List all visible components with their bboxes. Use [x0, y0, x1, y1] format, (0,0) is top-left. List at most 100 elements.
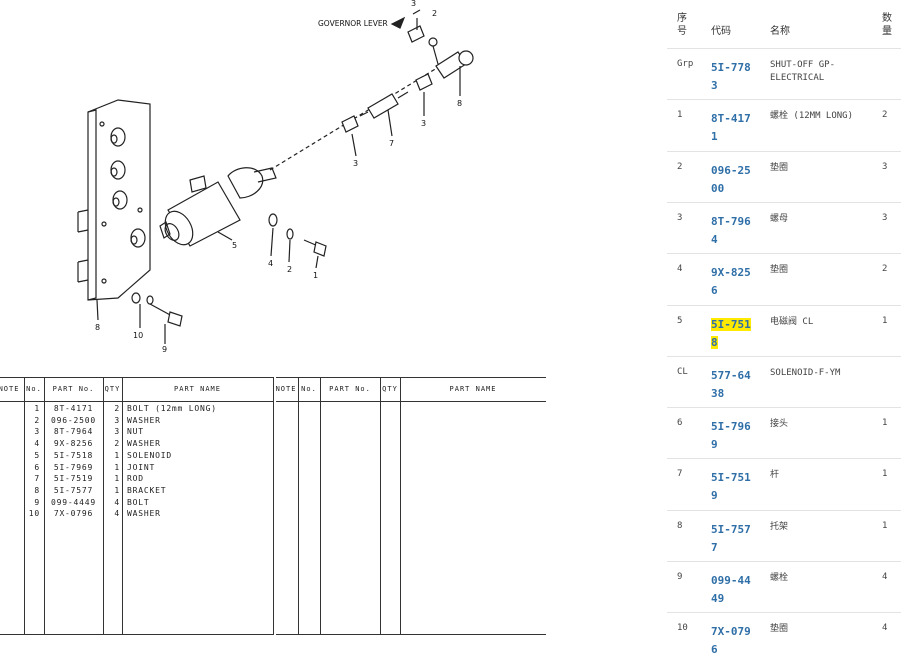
- callout-2: 2: [287, 265, 292, 274]
- parts-row-no: 8: [677, 520, 683, 531]
- scan-cell-qty: 1: [114, 462, 120, 472]
- scan-cell-qty: 1: [114, 474, 120, 484]
- parts-row-code-link[interactable]: 5I-7518: [711, 316, 751, 352]
- parts-row-code-link[interactable]: 5I-7783: [711, 59, 751, 95]
- parts-row-code-link[interactable]: 5I-7577: [711, 521, 751, 557]
- parts-row-code-link[interactable]: 7X-0796: [711, 623, 751, 659]
- scan-cell-part-name: WASHER: [127, 415, 161, 425]
- parts-row-code-link[interactable]: 577-6438: [711, 367, 751, 403]
- parts-row-name: 螺母: [770, 213, 789, 224]
- callout-3-top: 3: [411, 0, 416, 8]
- scan-cell-part-no: 9X-8256: [53, 439, 94, 449]
- callout-10: 10: [133, 331, 143, 340]
- parts-row-code-link[interactable]: 8T-7964: [711, 213, 751, 249]
- parts-row-code-link[interactable]: 5I-7969: [711, 418, 751, 454]
- parts-row-code-link[interactable]: 9X-8256: [711, 264, 751, 300]
- parts-row-code-link[interactable]: 099-4449: [711, 572, 751, 608]
- scan-cell-part-name: JOINT: [127, 462, 156, 472]
- scan-cell-part-no: 8T-4171: [53, 404, 94, 413]
- parts-row-code-link[interactable]: 5I-7519: [711, 469, 751, 505]
- callout-4: 4: [268, 259, 273, 268]
- scan-cell-no: 2: [34, 415, 40, 425]
- scan-cell-part-no: 5I-7969: [53, 462, 94, 472]
- parts-row-qty: 2: [882, 264, 888, 275]
- parts-row-code-link[interactable]: 096-2500: [711, 162, 751, 198]
- parts-row-qty: 1: [882, 469, 888, 480]
- parts-row-code-text[interactable]: 5I-7518: [711, 317, 751, 349]
- callout-2-top: 2: [432, 9, 437, 18]
- header-no-text: 序 号: [677, 13, 687, 37]
- scan-cell-no: 6: [34, 462, 40, 472]
- parts-row[interactable]: 10 7X-0796 垫圈 4: [667, 612, 901, 663]
- parts-row-no: 5: [677, 315, 683, 326]
- scan-header-part-no: PART No.: [52, 385, 95, 393]
- callout-5: 5: [232, 241, 237, 250]
- scan-cell-part-name: BOLT: [127, 497, 150, 507]
- parts-row-no: 10: [677, 623, 688, 634]
- parts-row-name: SOLENOID-F-YM: [770, 367, 841, 378]
- parts-row-no: 2: [677, 161, 683, 172]
- parts-row-code-text[interactable]: 5I-7969: [711, 420, 751, 452]
- parts-row-name: 垫圈: [770, 162, 789, 173]
- parts-row-code-text[interactable]: 5I-7577: [711, 522, 751, 554]
- parts-row-code-text[interactable]: 5I-7519: [711, 471, 751, 503]
- parts-row-code-text[interactable]: 577-6438: [711, 368, 751, 400]
- parts-row-code-text[interactable]: 5I-7783: [711, 61, 751, 92]
- callout-8-joint: 8: [457, 99, 462, 108]
- scan-header-note: NOTE: [0, 385, 20, 393]
- scan-header-part-no-2: PART No.: [329, 385, 371, 393]
- parts-row-code-text[interactable]: 8T-4171: [711, 112, 751, 144]
- scan-cell-part-name: BRACKET: [127, 485, 167, 495]
- parts-row-qty: 1: [882, 520, 888, 531]
- scan-cell-no: 10: [28, 509, 40, 519]
- scan-header-no: No.: [26, 385, 42, 393]
- scan-header-qty: QTY: [104, 385, 121, 393]
- governor-lever-label: GOVERNOR LEVER: [318, 19, 388, 28]
- parts-row-qty: 1: [882, 315, 888, 326]
- parts-row-name: 垫圈: [770, 624, 789, 635]
- scanned-parts-table: NOTE No. PART No. QTY PART NAME NOTE No.…: [0, 377, 546, 635]
- scan-cell-no: 3: [34, 427, 40, 437]
- callout-3-mid: 3: [421, 119, 426, 128]
- scan-cell-qty: 1: [114, 450, 120, 460]
- parts-row-no: 1: [677, 110, 683, 121]
- scan-cell-part-no: 5I-7577: [53, 485, 94, 495]
- parts-row-code-text[interactable]: 096-2500: [711, 163, 751, 195]
- scan-cell-part-no: 7X-0796: [53, 509, 94, 519]
- header-qty-text: 数 量: [882, 13, 892, 37]
- parts-row-name: 电磁阀 CL: [770, 316, 814, 327]
- parts-row-name: 螺栓 (12MM LONG): [770, 111, 854, 122]
- parts-row-name: 螺栓: [770, 573, 789, 583]
- parts-row[interactable]: 5 5I-7518 电磁阀 CL 1: [667, 304, 901, 357]
- scan-cell-qty: 1: [114, 485, 120, 495]
- parts-row-code-text[interactable]: 099-4449: [711, 574, 751, 605]
- scan-cell-part-no: 8T-7964: [53, 427, 94, 437]
- scan-cell-no: 5: [34, 450, 40, 460]
- scan-cell-qty: 3: [114, 415, 120, 425]
- scan-header-note-2: NOTE: [275, 385, 297, 393]
- parts-row-no: 7: [677, 469, 683, 480]
- parts-row-qty: 4: [882, 623, 888, 634]
- parts-row-code-text[interactable]: 7X-0796: [711, 625, 751, 657]
- parts-row-code-text[interactable]: 8T-7964: [711, 214, 751, 246]
- scan-cell-part-name: BOLT (12mm LONG): [127, 404, 217, 413]
- scan-cell-part-no: 096-2500: [51, 415, 96, 425]
- callout-3-low: 3: [353, 159, 358, 168]
- scan-header-part-name-2: PART NAME: [449, 385, 497, 393]
- parts-row-code-text[interactable]: 9X-8256: [711, 266, 751, 298]
- parts-row-no: 9: [677, 572, 683, 582]
- parts-row-code-link[interactable]: 8T-4171: [711, 110, 751, 146]
- scan-cell-qty: 2: [114, 439, 120, 449]
- scan-header-part-name: PART NAME: [174, 385, 221, 393]
- scan-cell-part-no: 5I-7518: [53, 450, 94, 460]
